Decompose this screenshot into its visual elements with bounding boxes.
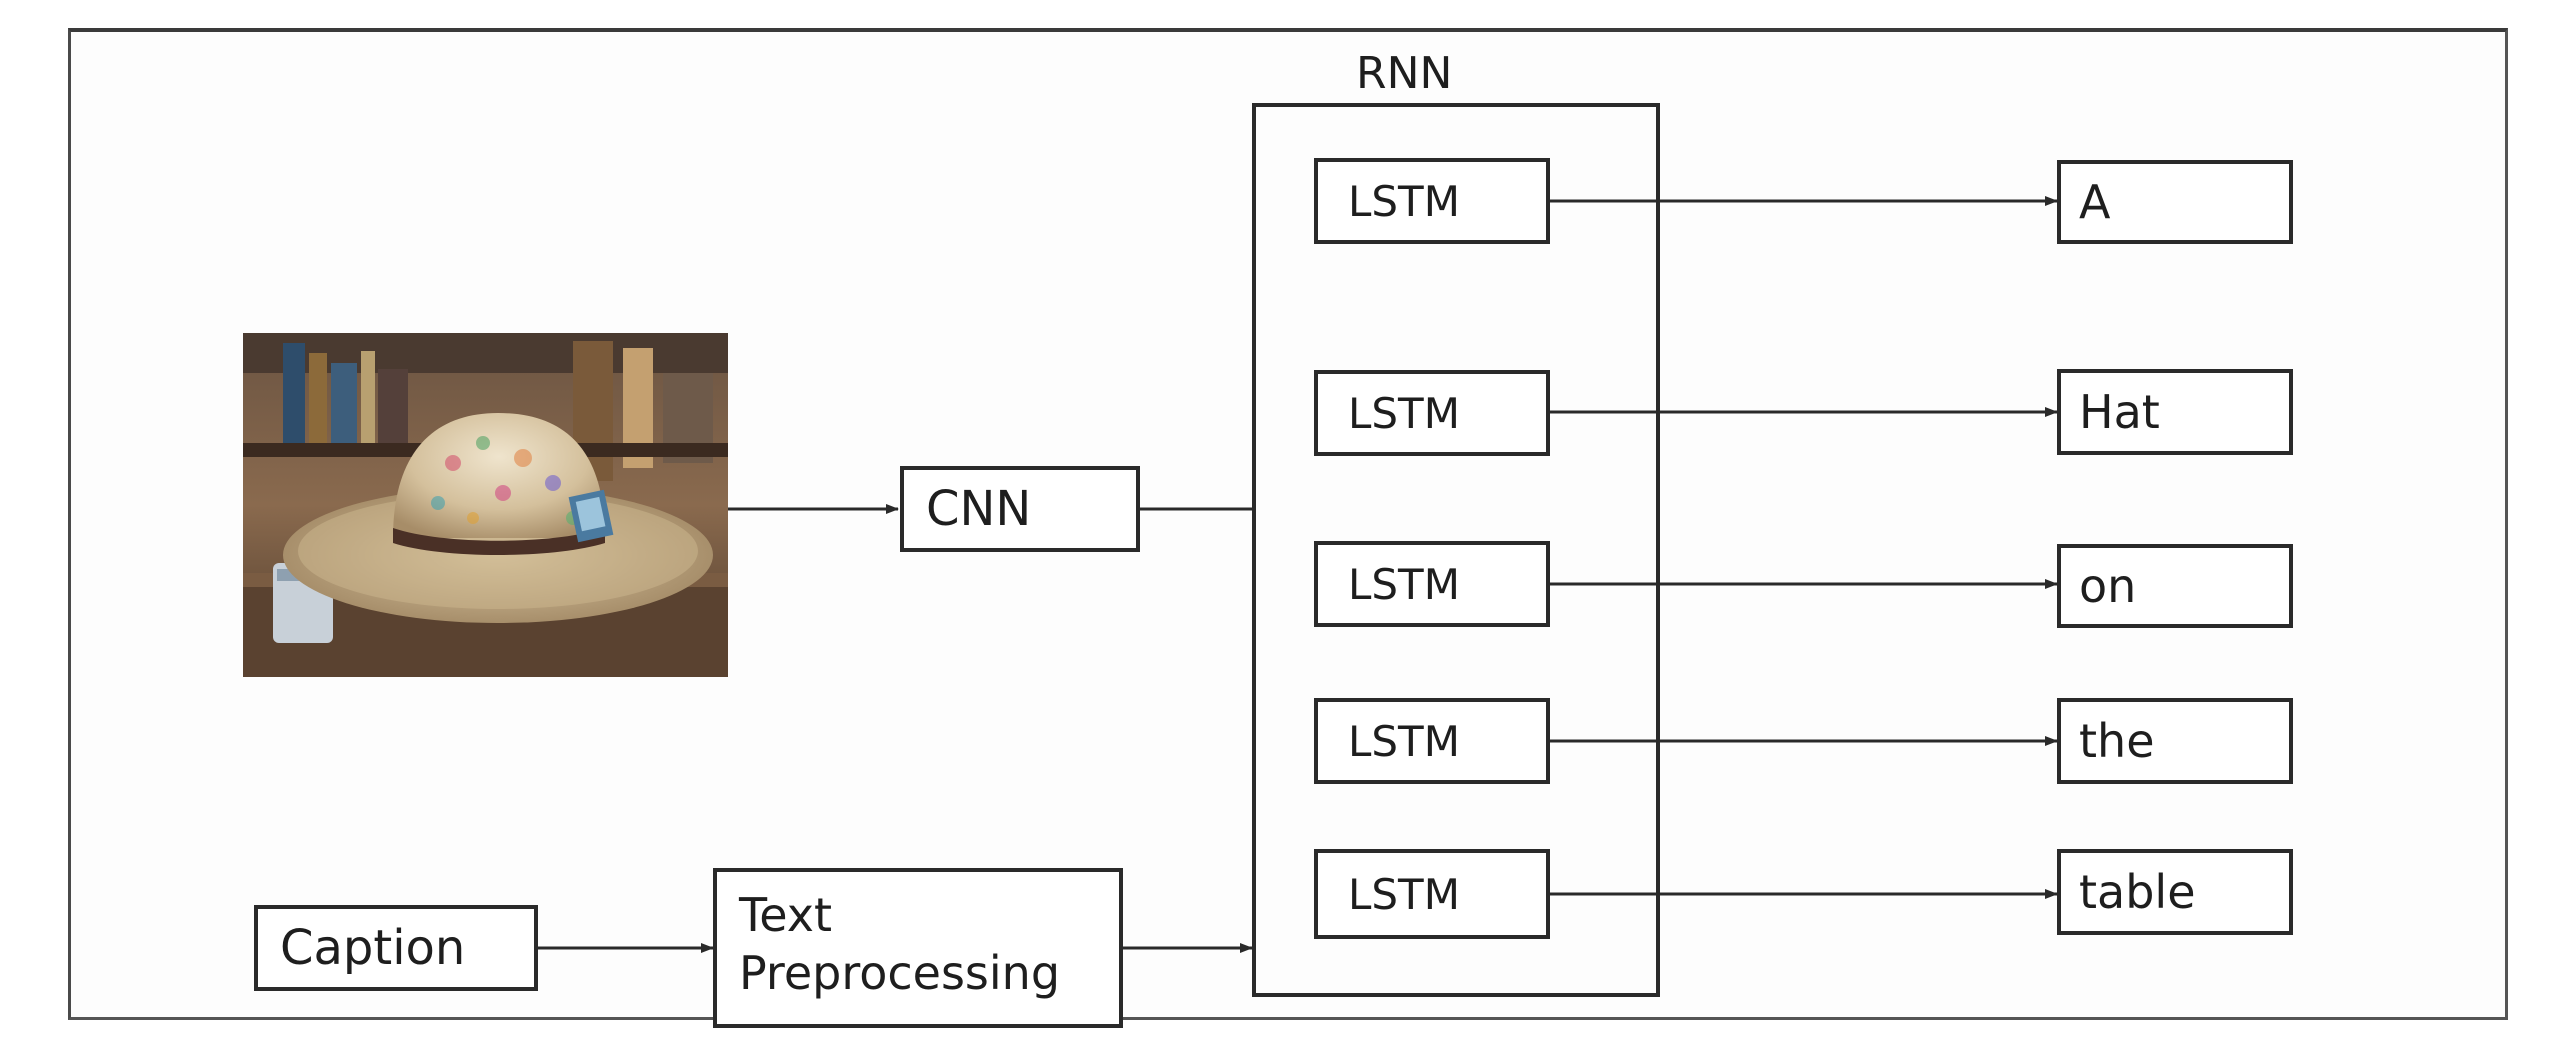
hat-photo-image [243,333,728,677]
output-word-box-1: A [2057,160,2293,244]
rnn-container [1252,103,1660,997]
lstm-cell-3-label: LSTM [1348,559,1460,609]
lstm-cell-1: LSTM [1314,158,1550,244]
hat-photo [243,333,728,677]
output-word-box-2: Hat [2057,369,2293,455]
lstm-cell-1-label: LSTM [1348,176,1460,226]
output-word-1: A [2079,175,2111,229]
output-word-2: Hat [2079,385,2160,439]
output-word-3: on [2079,559,2137,613]
cnn-box: CNN [900,466,1140,552]
lstm-cell-2: LSTM [1314,370,1550,456]
lstm-cell-5-label: LSTM [1348,869,1460,919]
text-preprocessing-box: Text Preprocessing [713,868,1123,1028]
lstm-cell-4-label: LSTM [1348,716,1460,766]
caption-box: Caption [254,905,538,991]
output-word-box-5: table [2057,849,2293,935]
output-word-5: table [2079,865,2196,919]
text-preprocessing-label: Text Preprocessing [739,888,1061,1000]
cnn-label: CNN [926,481,1032,537]
rnn-title: RNN [1356,48,1453,99]
caption-label: Caption [280,920,466,976]
lstm-cell-3: LSTM [1314,541,1550,627]
output-word-4: the [2079,714,2155,768]
lstm-cell-5: LSTM [1314,849,1550,939]
output-word-box-3: on [2057,544,2293,628]
output-word-box-4: the [2057,698,2293,784]
lstm-cell-2-label: LSTM [1348,388,1460,438]
lstm-cell-4: LSTM [1314,698,1550,784]
